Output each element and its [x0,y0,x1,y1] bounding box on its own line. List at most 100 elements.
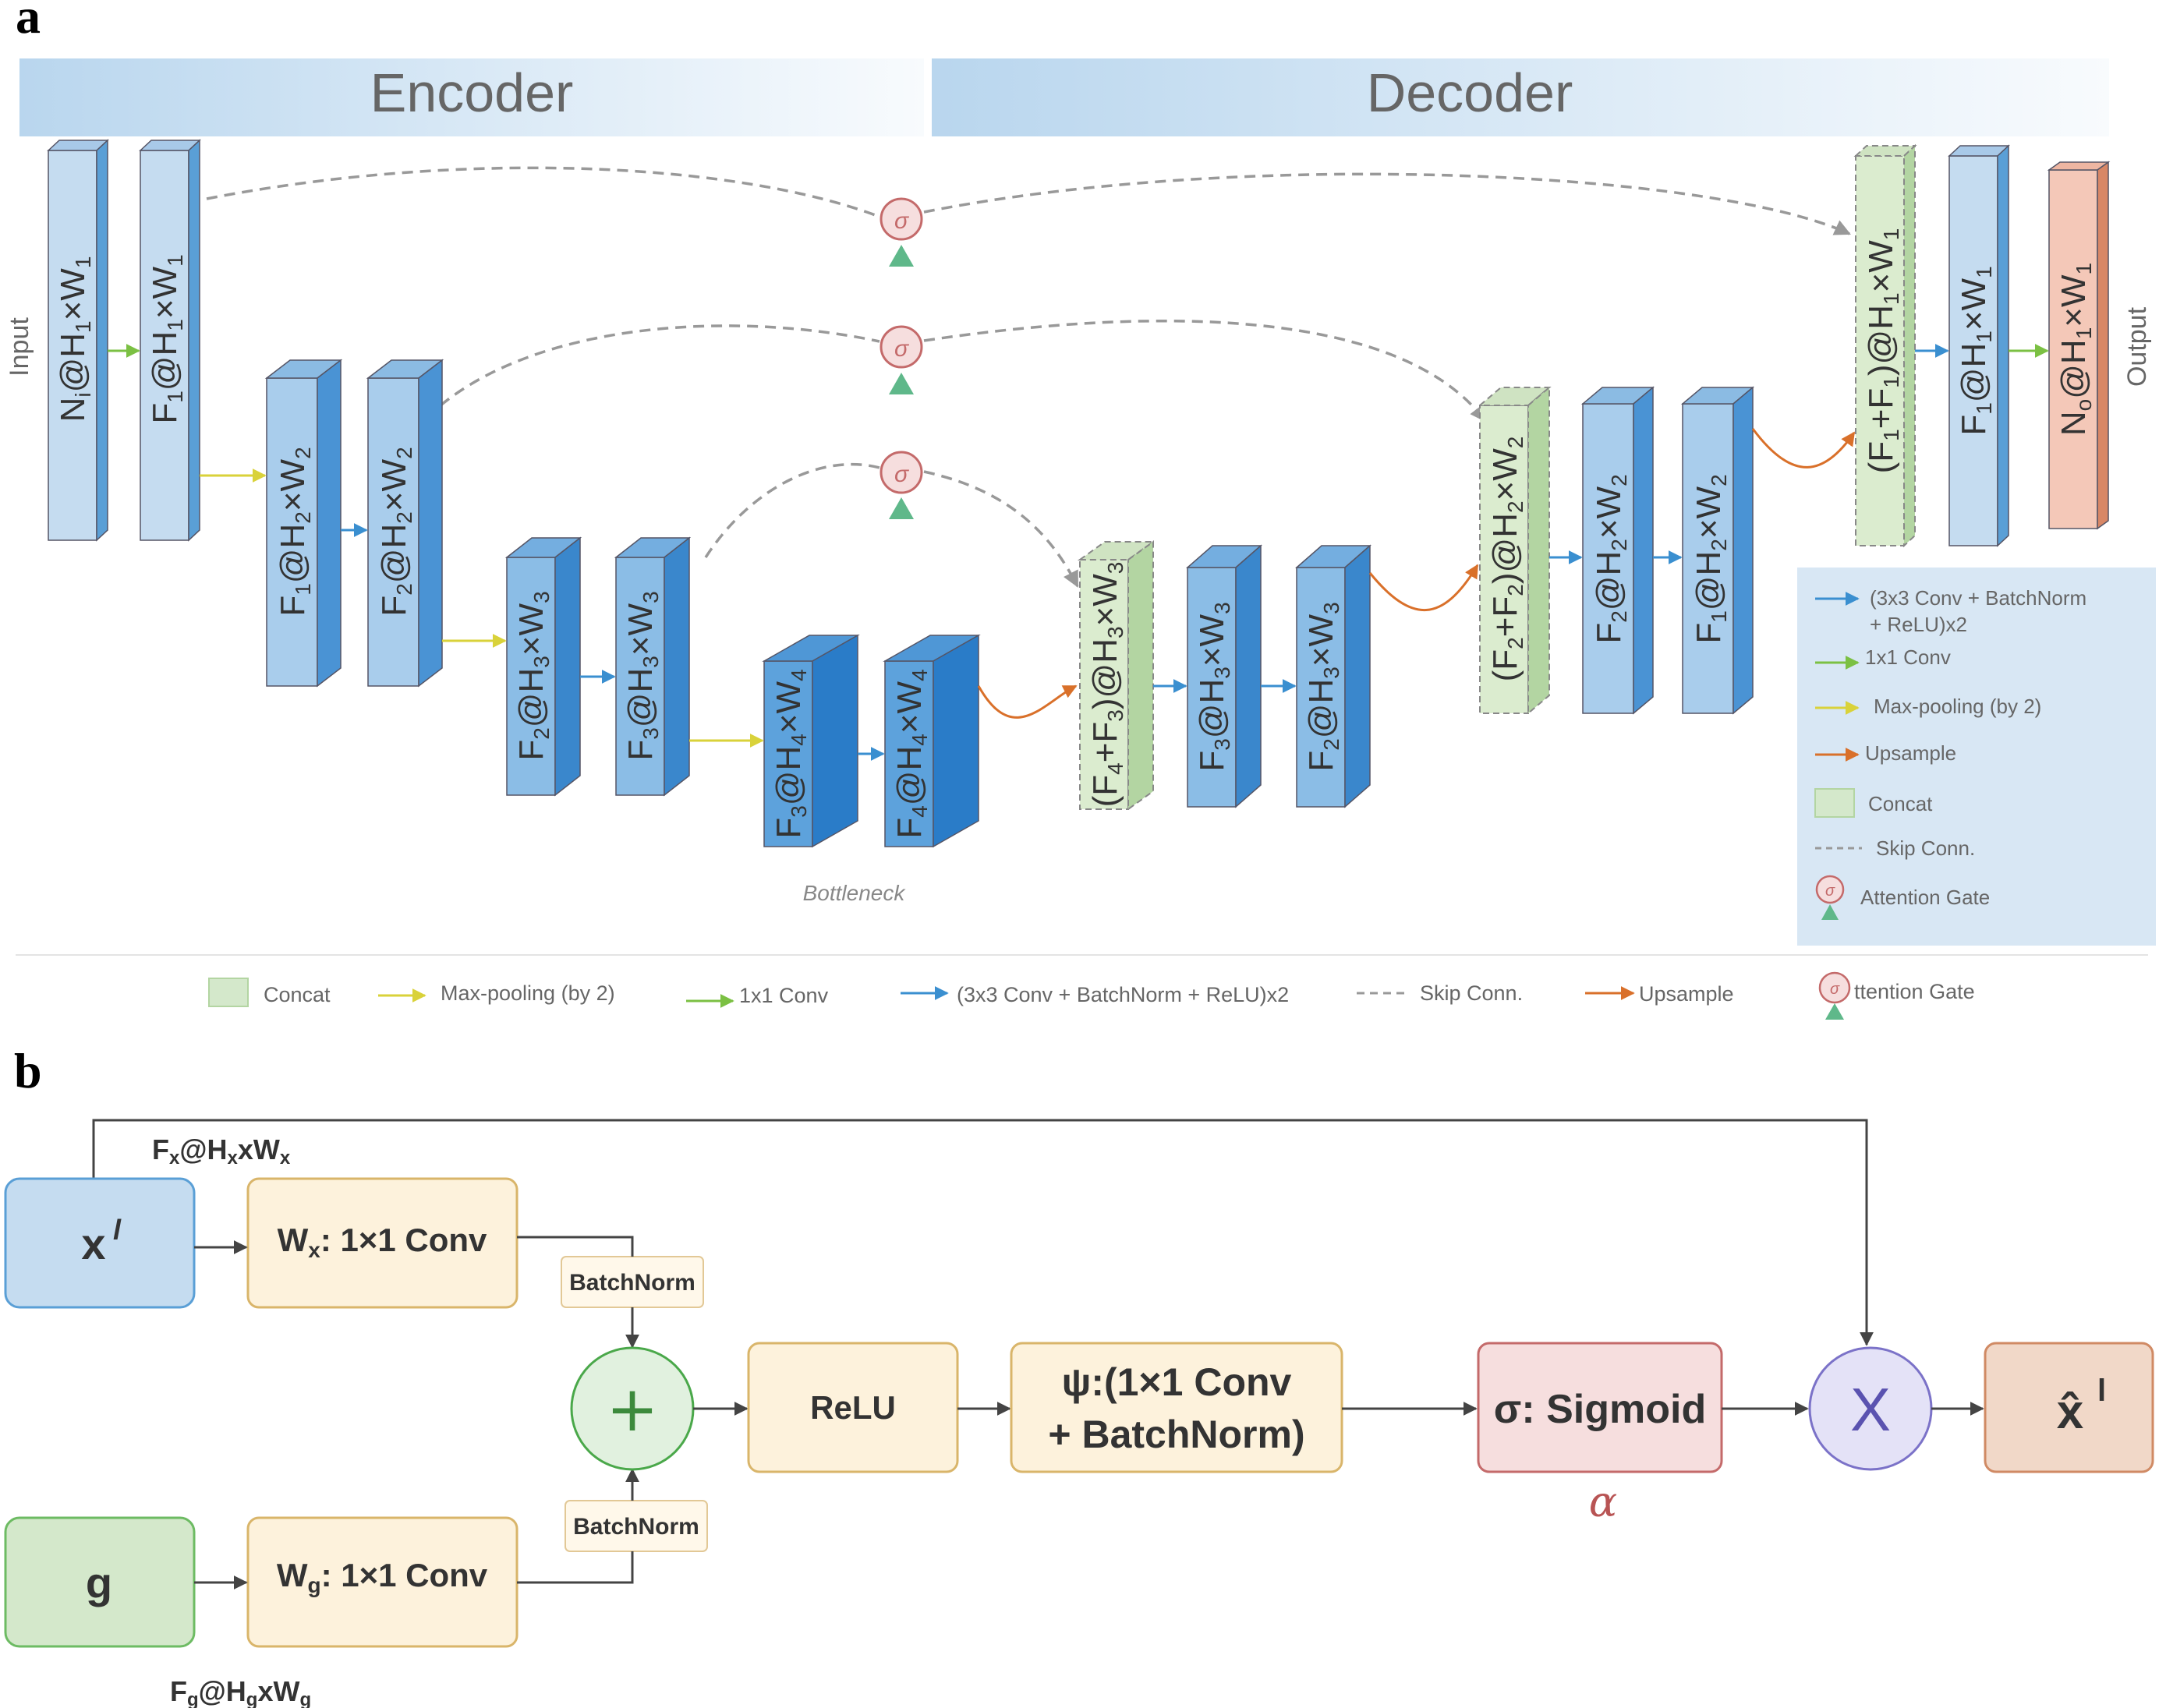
svg-text:Concat: Concat [1868,792,1933,815]
block-dec1 [1948,144,2010,547]
input-label: Input [5,317,34,377]
g-shape-label: Fg@HgxWg [170,1675,311,1708]
skip-conn-2b [923,319,1487,423]
panel-a-letter: a [16,0,41,44]
svg-text:(F4+F3)@H3×W3: (F4+F3)@H3×W3 [1086,562,1127,808]
edge-wx-to-bn [517,1236,634,1257]
node-x-output: x̂ l [1984,1342,2154,1473]
node-g-input: g [4,1516,196,1648]
svg-text:σ: Sigmoid: σ: Sigmoid [1494,1387,1706,1432]
svg-text:(F2+F2)@H2×W2: (F2+F2)@H2×W2 [1486,437,1527,682]
block-input [47,139,109,542]
arrow-upsample-1 [977,684,1078,719]
svg-text:Attention Gate: Attention Gate [1860,886,1990,909]
svg-text:σ: σ [1830,981,1840,998]
x-shape-label: Fx@HxxWx [152,1133,291,1169]
block-dec3-concat [1077,540,1156,811]
legend-box: (3x3 Conv + BatchNorm + ReLU)x2 1x1 Conv… [1797,568,2156,946]
skip-line-x-to-multiply [92,1119,1874,1346]
node-psi: ψ:(1×1 Conv + BatchNorm) [1010,1342,1343,1473]
edge-wg-to-bn [517,1551,634,1584]
svg-text:(F1+F1)@H1×W1: (F1+F1)@H1×W1 [1862,228,1903,474]
svg-text:Skip Conn.: Skip Conn. [1420,981,1523,1005]
node-wx-conv: Wx: 1×1 Conv [246,1177,519,1309]
svg-text:Wx: 1×1 Conv: Wx: 1×1 Conv [278,1222,487,1262]
block-bottleneck-b [883,634,981,848]
svg-text:ψ:(1×1 Conv: ψ:(1×1 Conv [1062,1360,1292,1404]
alpha-label: α [1589,1477,1617,1526]
skip-conn-2a [439,324,880,407]
block-output [2047,161,2111,530]
skip-conn-3a [704,463,880,558]
arrow-upsample-2 [1368,564,1479,612]
svg-text:BatchNorm: BatchNorm [569,1270,695,1296]
svg-text:(3x3 Conv + BatchNorm: (3x3 Conv + BatchNorm [1870,586,2086,610]
node-multiply: X [1808,1346,1933,1471]
block-dec3a [1186,544,1262,808]
block-enc2a [264,359,343,688]
svg-text:x̂: x̂ [2057,1385,2084,1439]
block-dec1-concat [1853,143,1917,548]
bottleneck-label: Bottleneck [803,881,907,905]
block-enc2b [366,359,444,688]
node-wg-conv: Wg: 1×1 Conv [246,1516,519,1648]
block-bottleneck-a [762,634,860,848]
panel-b-letter: b [14,1043,42,1098]
node-x-input: x l [4,1177,196,1309]
svg-text:+ ReLU)x2: + ReLU)x2 [1870,613,1967,636]
svg-text:1x1 Conv: 1x1 Conv [1865,645,1951,669]
block-dec2b [1680,386,1755,715]
svg-text:BatchNorm: BatchNorm [573,1514,699,1540]
svg-text:X: X [1850,1375,1891,1444]
svg-text:ReLU: ReLU [810,1389,896,1426]
block-dec2-concat [1478,385,1552,716]
svg-text:Max-pooling (by 2): Max-pooling (by 2) [441,981,615,1005]
svg-text:Concat: Concat [264,983,331,1006]
sigma-symbol: σ [894,208,910,234]
legend-bar: Concat Max-pooling (by 2) 1x1 Conv (3x3 … [208,971,1975,1020]
svg-text:σ: σ [1825,882,1835,900]
svg-text:x: x [81,1219,105,1268]
svg-text:(3x3 Conv + BatchNorm + ReLU)x: (3x3 Conv + BatchNorm + ReLU)x2 [957,983,1289,1006]
encoder-title: Encoder [370,62,574,123]
svg-text:ttention Gate: ttention Gate [1854,980,1975,1003]
skip-conn-3b [923,470,1079,588]
svg-text:l: l [113,1214,122,1246]
svg-text:F1@H2×W2: F1@H2×W2 [1690,474,1731,643]
block-enc1 [139,139,201,542]
attention-gate-2: σ [880,325,923,394]
attention-gate-3: σ [880,451,923,519]
svg-text:g: g [86,1558,112,1607]
svg-text:1x1 Conv: 1x1 Conv [739,984,829,1007]
svg-text:Skip Conn.: Skip Conn. [1876,836,1975,860]
svg-text:l: l [2097,1374,2106,1408]
svg-text:+ BatchNorm): + BatchNorm) [1048,1413,1304,1456]
svg-text:F3@H3×W3: F3@H3×W3 [621,591,663,760]
svg-text:Ni@H1×W1: Ni@H1×W1 [54,256,95,423]
decoder-banner [932,58,2109,136]
svg-text:+: + [606,1373,658,1445]
block-dec3b [1295,544,1371,808]
svg-text:Max-pooling (by 2): Max-pooling (by 2) [1874,695,2041,718]
arrow-upsample-3 [1751,428,1856,469]
sigma-symbol: σ [894,461,910,487]
block-dec2a [1580,386,1655,715]
attention-gate-1: σ [880,197,923,267]
sigma-symbol: σ [894,336,910,362]
skip-conn-1a [206,166,880,218]
batchnorm-top: BatchNorm [561,1256,704,1308]
decoder-title: Decoder [1367,62,1573,123]
svg-text:F2@H3×W3: F2@H3×W3 [512,591,554,760]
node-relu: ReLU [747,1342,959,1473]
output-label: Output [2122,306,2152,387]
encoder-banner [19,58,924,136]
skip-conn-1b [923,172,1851,235]
block-enc3b [614,536,692,797]
node-sigmoid: σ: Sigmoid [1477,1342,1723,1473]
svg-text:Upsample: Upsample [1639,982,1734,1006]
node-add: + [570,1346,695,1471]
block-enc3a [504,536,582,797]
batchnorm-bottom: BatchNorm [565,1500,708,1552]
svg-text:Upsample: Upsample [1865,741,1956,765]
